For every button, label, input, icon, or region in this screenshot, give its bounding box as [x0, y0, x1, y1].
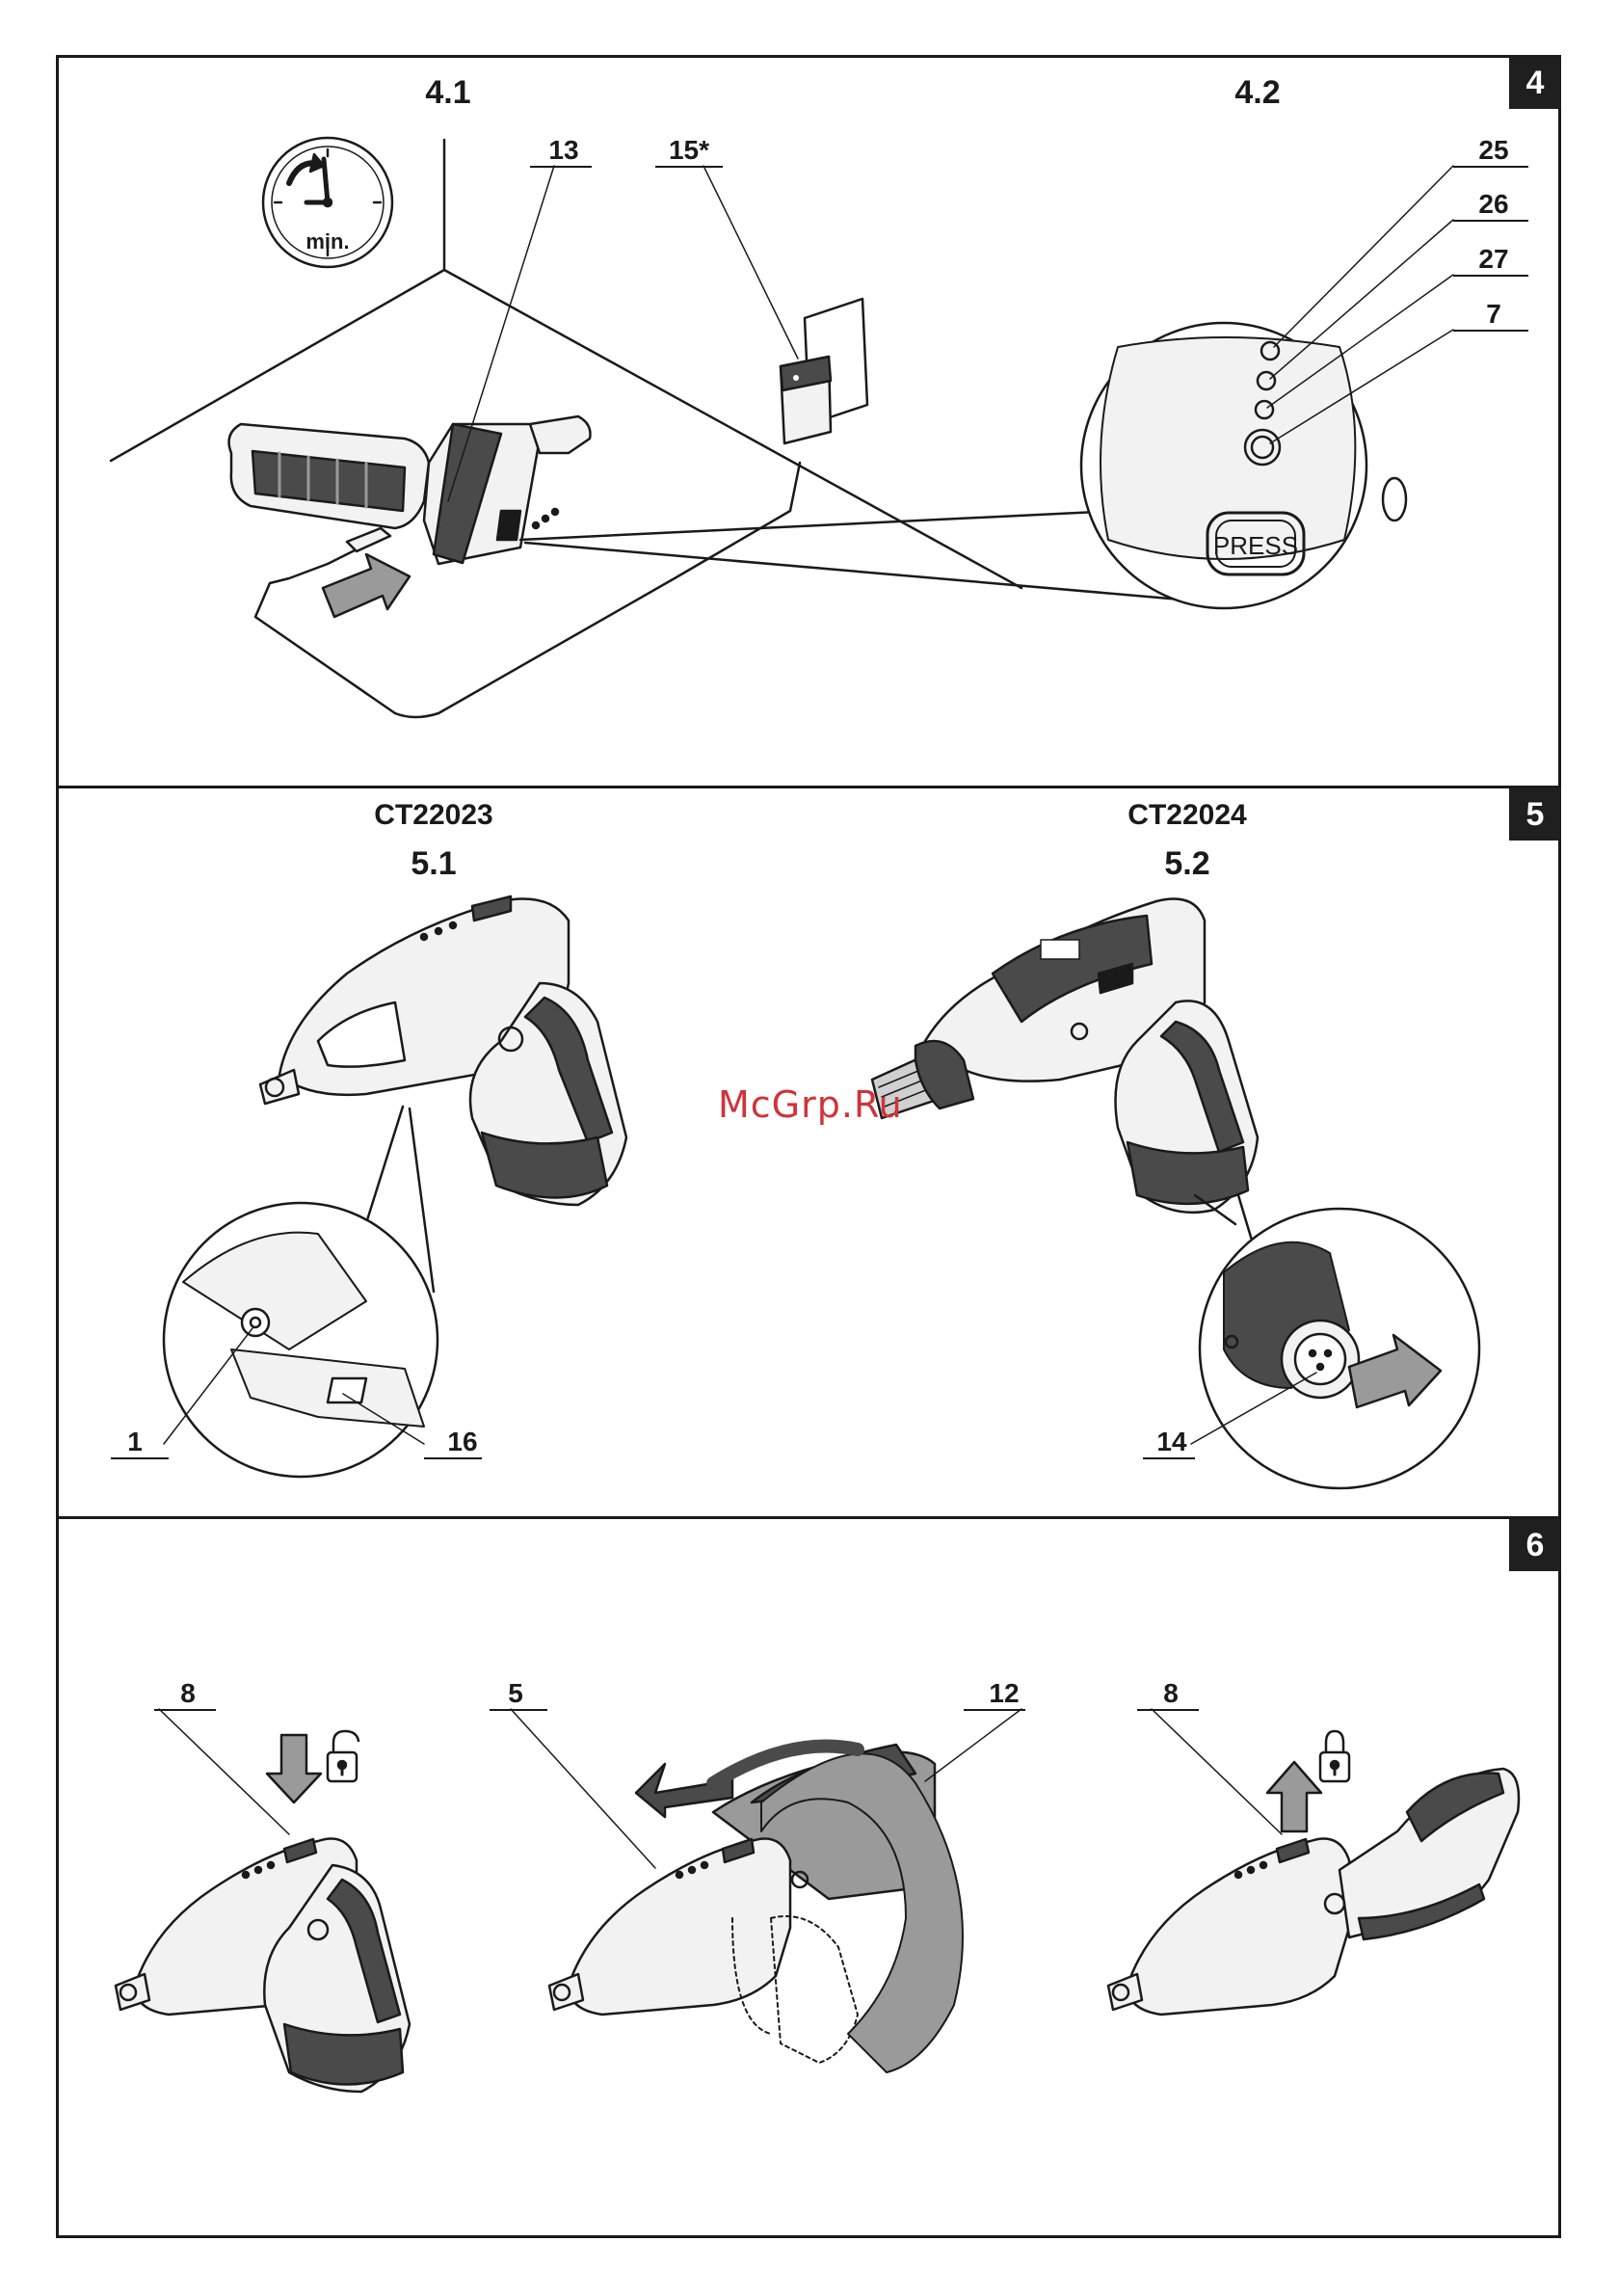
callout-8-lock: 8 — [1147, 1678, 1195, 1709]
callout-8-unlock: 8 — [164, 1678, 212, 1709]
callout-25: 25 — [1465, 135, 1523, 166]
screwdriver-charging-illustration — [229, 416, 800, 717]
press-button-label: PRESS — [1212, 531, 1299, 561]
callout-16: 16 — [434, 1427, 491, 1457]
callout-underline — [530, 166, 592, 168]
screwdriver-lock-illustration — [1108, 1731, 1519, 2015]
callout-underline — [655, 166, 723, 168]
callout-underline — [964, 1709, 1025, 1711]
callout-27: 27 — [1465, 244, 1523, 275]
callout-14: 14 — [1143, 1427, 1201, 1457]
callout-1: 1 — [111, 1427, 159, 1457]
callout-underline — [111, 1457, 169, 1459]
screwdriver-ct22023-illustration — [260, 896, 626, 1205]
room-corner-left — [111, 140, 444, 461]
arrow-up-icon — [1267, 1762, 1321, 1831]
detail-circle-5-2 — [1200, 1209, 1479, 1488]
callout-7: 7 — [1465, 299, 1523, 330]
arrow-right-icon — [323, 554, 410, 617]
callout-underline — [424, 1457, 482, 1459]
callout-underline — [1453, 275, 1528, 277]
clock-min-label: min. — [301, 229, 355, 254]
battery-indicator-detail — [1081, 323, 1406, 608]
screwdriver-rotate-illustration — [549, 1745, 963, 2072]
plug-icon — [781, 299, 867, 443]
callout-underline — [490, 1709, 547, 1711]
callout-underline — [154, 1709, 216, 1711]
callout-13: 13 — [535, 135, 593, 166]
callout-underline — [1137, 1709, 1199, 1711]
callout-5: 5 — [491, 1678, 540, 1709]
callout-26: 26 — [1465, 189, 1523, 220]
callout-underline — [1143, 1457, 1195, 1459]
screwdriver-unlock-illustration — [116, 1731, 410, 2092]
callout-underline — [1453, 220, 1528, 222]
callout-underline — [1453, 166, 1528, 168]
callout-15: 15* — [655, 135, 723, 166]
unlock-icon — [328, 1731, 358, 1781]
arrow-down-icon — [267, 1735, 321, 1802]
lock-icon — [1320, 1731, 1349, 1781]
screwdriver-ct22024-illustration — [872, 899, 1258, 1213]
detail-circle-5-1 — [164, 1203, 438, 1477]
watermark: McGrp.Ru — [718, 1083, 903, 1126]
callout-underline — [1453, 330, 1528, 332]
callout-12: 12 — [975, 1678, 1033, 1709]
